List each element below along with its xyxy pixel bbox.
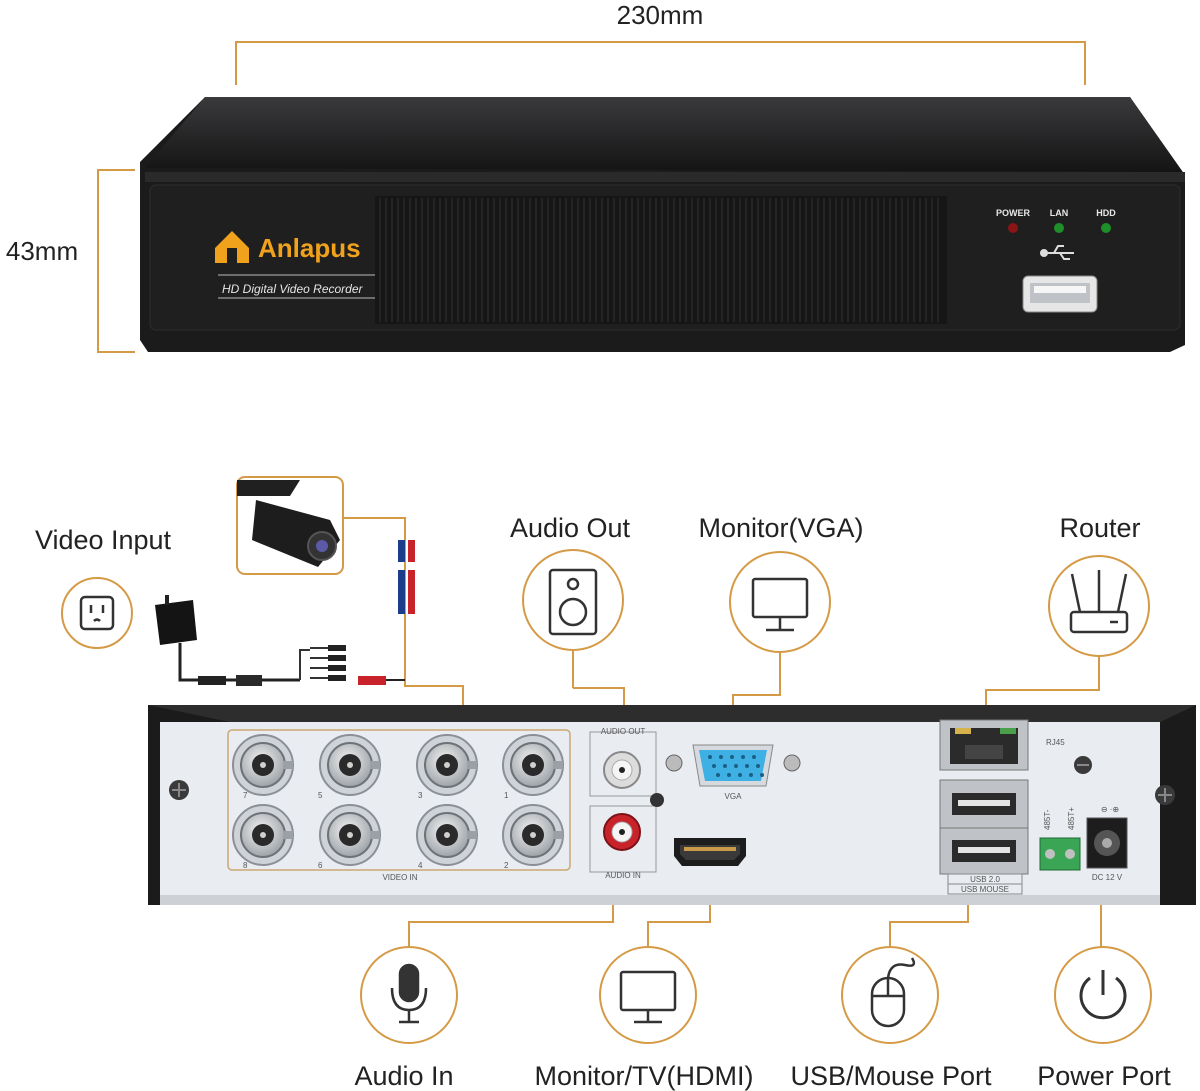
anlapus-logo: Anlapus HD Digital Video Recorder (215, 231, 375, 299)
power-adapter-icon (155, 595, 405, 686)
front-vent-grille (375, 196, 947, 324)
microphone-icon (390, 963, 428, 1024)
usb-mouse-label: USB MOUSE (961, 885, 1009, 894)
indicator-hdd-label: HDD (1096, 208, 1116, 218)
width-dimension: 230mm (235, 0, 1086, 85)
bnc-video-input-bottom-4[interactable] (502, 804, 564, 866)
monitor-icon (751, 577, 809, 632)
video-in-label: VIDEO IN (382, 873, 417, 882)
video-in-group: VIDEO IN 7 5 3 1 8 6 4 2 (227, 729, 571, 882)
callout-usb-mouse: USB/Mouse Port (790, 946, 992, 1091)
audio-in-callout-label: Audio In (354, 1061, 453, 1091)
usb-port-upper[interactable] (939, 779, 1029, 829)
model-name: HD Digital Video Recorder (222, 282, 364, 296)
hdmi-port[interactable] (674, 838, 746, 866)
audio-out-label: Audio Out (510, 513, 631, 543)
dvr-front-view: Anlapus HD Digital Video Recorder POWER … (140, 97, 1185, 352)
indicator-lan-label: LAN (1050, 208, 1069, 218)
rs485-plus-label: 485T+ (1067, 807, 1076, 830)
dc-label: DC 12 V (1092, 873, 1123, 882)
callout-audio-in: Audio In (354, 946, 458, 1091)
mouse-icon (870, 957, 916, 1028)
bnc-num-8: 8 (243, 861, 248, 870)
router-icon (1069, 570, 1129, 634)
tv-monitor-icon (619, 970, 677, 1024)
rear-screw-left (169, 780, 189, 800)
bnc-video-input-bottom-2[interactable] (319, 804, 381, 866)
audio-out-port-label: AUDIO OUT (601, 727, 646, 736)
monitor-hdmi-label: Monitor/TV(HDMI) (534, 1061, 753, 1091)
bnc-video-input-bottom-1[interactable] (232, 804, 294, 866)
width-label: 230mm (617, 0, 704, 30)
audio-in-port-label: AUDIO IN (605, 871, 641, 880)
rj45-label: RJ45 (1046, 738, 1065, 747)
dvr-rear-view: VIDEO IN 7 5 3 1 8 6 4 2 AUDIO OUT AUDIO… (148, 705, 1196, 905)
monitor-vga-label: Monitor(VGA) (698, 513, 863, 543)
dc-power-jack[interactable] (1086, 817, 1128, 869)
power-icon (1079, 970, 1127, 1020)
bnc-video-input-top-2[interactable] (319, 734, 381, 796)
router-label: Router (1059, 513, 1140, 543)
bnc-video-input-top-1[interactable] (232, 734, 294, 796)
height-dimension: 43mm (6, 169, 135, 353)
vga-port-label: VGA (725, 792, 743, 801)
callout-audio-out: Audio Out (510, 513, 631, 651)
height-label: 43mm (6, 236, 78, 266)
bnc-video-input-bottom-3[interactable] (416, 804, 478, 866)
bnc-video-input-top-4[interactable] (502, 734, 564, 796)
polarity-symbol: ⊖ ·⊕ (1101, 805, 1119, 814)
usb-port-lower[interactable] (939, 827, 1029, 875)
brand-name: Anlapus (258, 233, 361, 263)
callout-router: Router (1048, 513, 1150, 657)
rj45-port[interactable] (939, 719, 1029, 771)
rear-screw-right (1155, 785, 1175, 805)
bnc-num-2: 2 (504, 861, 509, 870)
rs485-minus-label: 485T- (1043, 809, 1052, 830)
video-input-label: Video Input (35, 525, 172, 555)
power-led (1008, 223, 1018, 233)
indicator-power-label: POWER (996, 208, 1031, 218)
audio-out-port[interactable]: AUDIO OUT (589, 727, 657, 797)
bnc-cable-connectors (398, 540, 415, 614)
bnc-num-3: 3 (418, 791, 423, 800)
bnc-num-5: 5 (318, 791, 323, 800)
callout-video-input: Video Input (35, 525, 172, 649)
bnc-num-4: 4 (418, 861, 423, 870)
hdd-led (1101, 223, 1111, 233)
vga-port[interactable]: VGA (665, 744, 801, 801)
callout-monitor-hdmi: Monitor/TV(HDMI) (534, 946, 754, 1091)
status-indicators: POWER LAN HDD (996, 208, 1116, 260)
lan-led (1054, 223, 1064, 233)
ground-screw (650, 793, 664, 807)
security-camera-image (236, 476, 344, 575)
bnc-video-input-top-3[interactable] (416, 734, 478, 796)
callout-power-port: Power Port (1037, 946, 1171, 1091)
rs485-terminal[interactable] (1039, 837, 1081, 871)
bnc-num-7: 7 (243, 791, 248, 800)
usb-symbol-icon (1040, 245, 1074, 260)
power-port-label: Power Port (1037, 1061, 1171, 1091)
front-usb-port[interactable] (1022, 275, 1098, 313)
power-outlet-icon (79, 595, 115, 631)
audio-in-port[interactable]: AUDIO IN (589, 805, 657, 880)
usb-mouse-callout-label: USB/Mouse Port (790, 1061, 992, 1091)
bnc-num-1: 1 (504, 791, 509, 800)
speaker-icon (548, 568, 598, 636)
ground-terminal (1074, 756, 1092, 774)
callout-monitor-vga: Monitor(VGA) (698, 513, 864, 653)
usb-2-label: USB 2.0 (970, 875, 1000, 884)
bnc-num-6: 6 (318, 861, 323, 870)
